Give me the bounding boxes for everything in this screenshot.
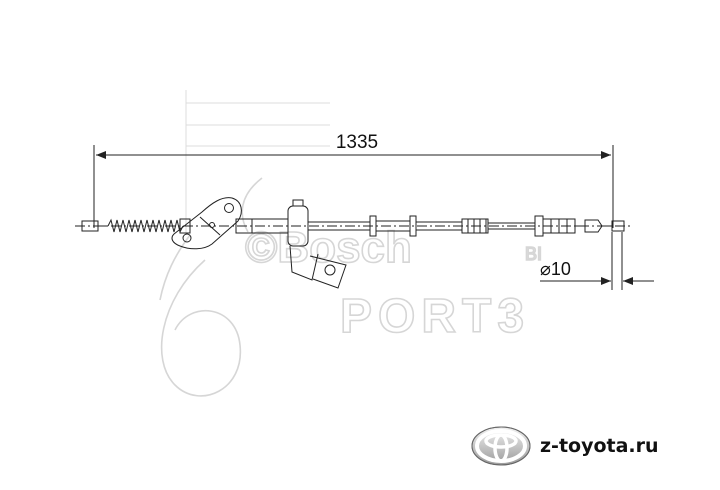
watermark: ©Bosch PORT3 BI xyxy=(159,90,543,397)
diameter-label: ⌀10 xyxy=(540,259,571,279)
ribbed-section xyxy=(461,218,489,234)
mounting-bracket xyxy=(171,197,242,250)
site-label: z-toyota.ru xyxy=(540,435,659,457)
grommet xyxy=(287,199,347,289)
brake-cable xyxy=(75,197,632,289)
toyota-logo-icon xyxy=(471,426,531,466)
spring xyxy=(107,218,184,234)
brand-footer: z-toyota.ru xyxy=(470,421,659,471)
length-label: 1335 xyxy=(336,132,378,153)
right-end-nipple xyxy=(611,220,625,232)
length-dimension: 1335 xyxy=(93,132,614,228)
diameter-dimension: ⌀10 xyxy=(540,232,654,290)
watermark-store: PORT3 xyxy=(340,290,530,343)
watermark-tag: BI xyxy=(525,244,542,264)
